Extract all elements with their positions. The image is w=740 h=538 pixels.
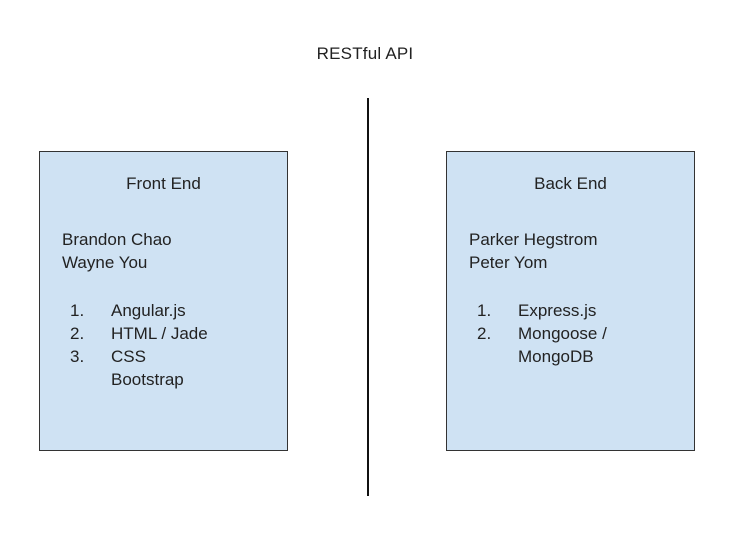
front-end-box: Front End Brandon Chao Wayne You 1. Angu… xyxy=(39,151,288,451)
back-end-tech-item: 1. Express.js xyxy=(477,299,607,322)
back-end-member: Parker Hegstrom xyxy=(469,230,598,249)
front-end-tech-item: 2. HTML / Jade xyxy=(70,322,208,345)
list-number: 1. xyxy=(70,301,85,320)
diagram-title: RESTful API xyxy=(316,44,414,63)
front-end-members: Brandon Chao Wayne You xyxy=(62,228,172,274)
api-divider-line xyxy=(367,98,369,496)
front-end-member: Wayne You xyxy=(62,253,148,272)
front-end-tech-item: 1. Angular.js xyxy=(70,299,208,322)
back-end-tech-item: 2. Mongoose / MongoDB xyxy=(477,322,607,368)
front-end-tech-item: 3. CSS Bootstrap xyxy=(70,345,208,391)
front-end-tech-list: 1. Angular.js 2. HTML / Jade 3. CSS Boot… xyxy=(70,299,208,391)
back-end-tech-list: 1. Express.js 2. Mongoose / MongoDB xyxy=(477,299,607,368)
front-end-member: Brandon Chao xyxy=(62,230,172,249)
tech-name: Express.js xyxy=(518,301,597,320)
list-number: 3. xyxy=(70,347,85,366)
tech-name: Angular.js xyxy=(111,301,186,320)
back-end-heading: Back End xyxy=(534,174,607,193)
back-end-member: Peter Yom xyxy=(469,253,548,272)
tech-name: CSS Bootstrap xyxy=(111,347,184,389)
tech-name: Mongoose / MongoDB xyxy=(518,324,607,366)
list-number: 2. xyxy=(70,324,85,343)
back-end-members: Parker Hegstrom Peter Yom xyxy=(469,228,597,274)
list-number: 2. xyxy=(477,324,492,343)
back-end-box: Back End Parker Hegstrom Peter Yom 1. Ex… xyxy=(446,151,695,451)
tech-name: HTML / Jade xyxy=(111,324,208,343)
front-end-heading: Front End xyxy=(126,174,201,193)
list-number: 1. xyxy=(477,301,492,320)
